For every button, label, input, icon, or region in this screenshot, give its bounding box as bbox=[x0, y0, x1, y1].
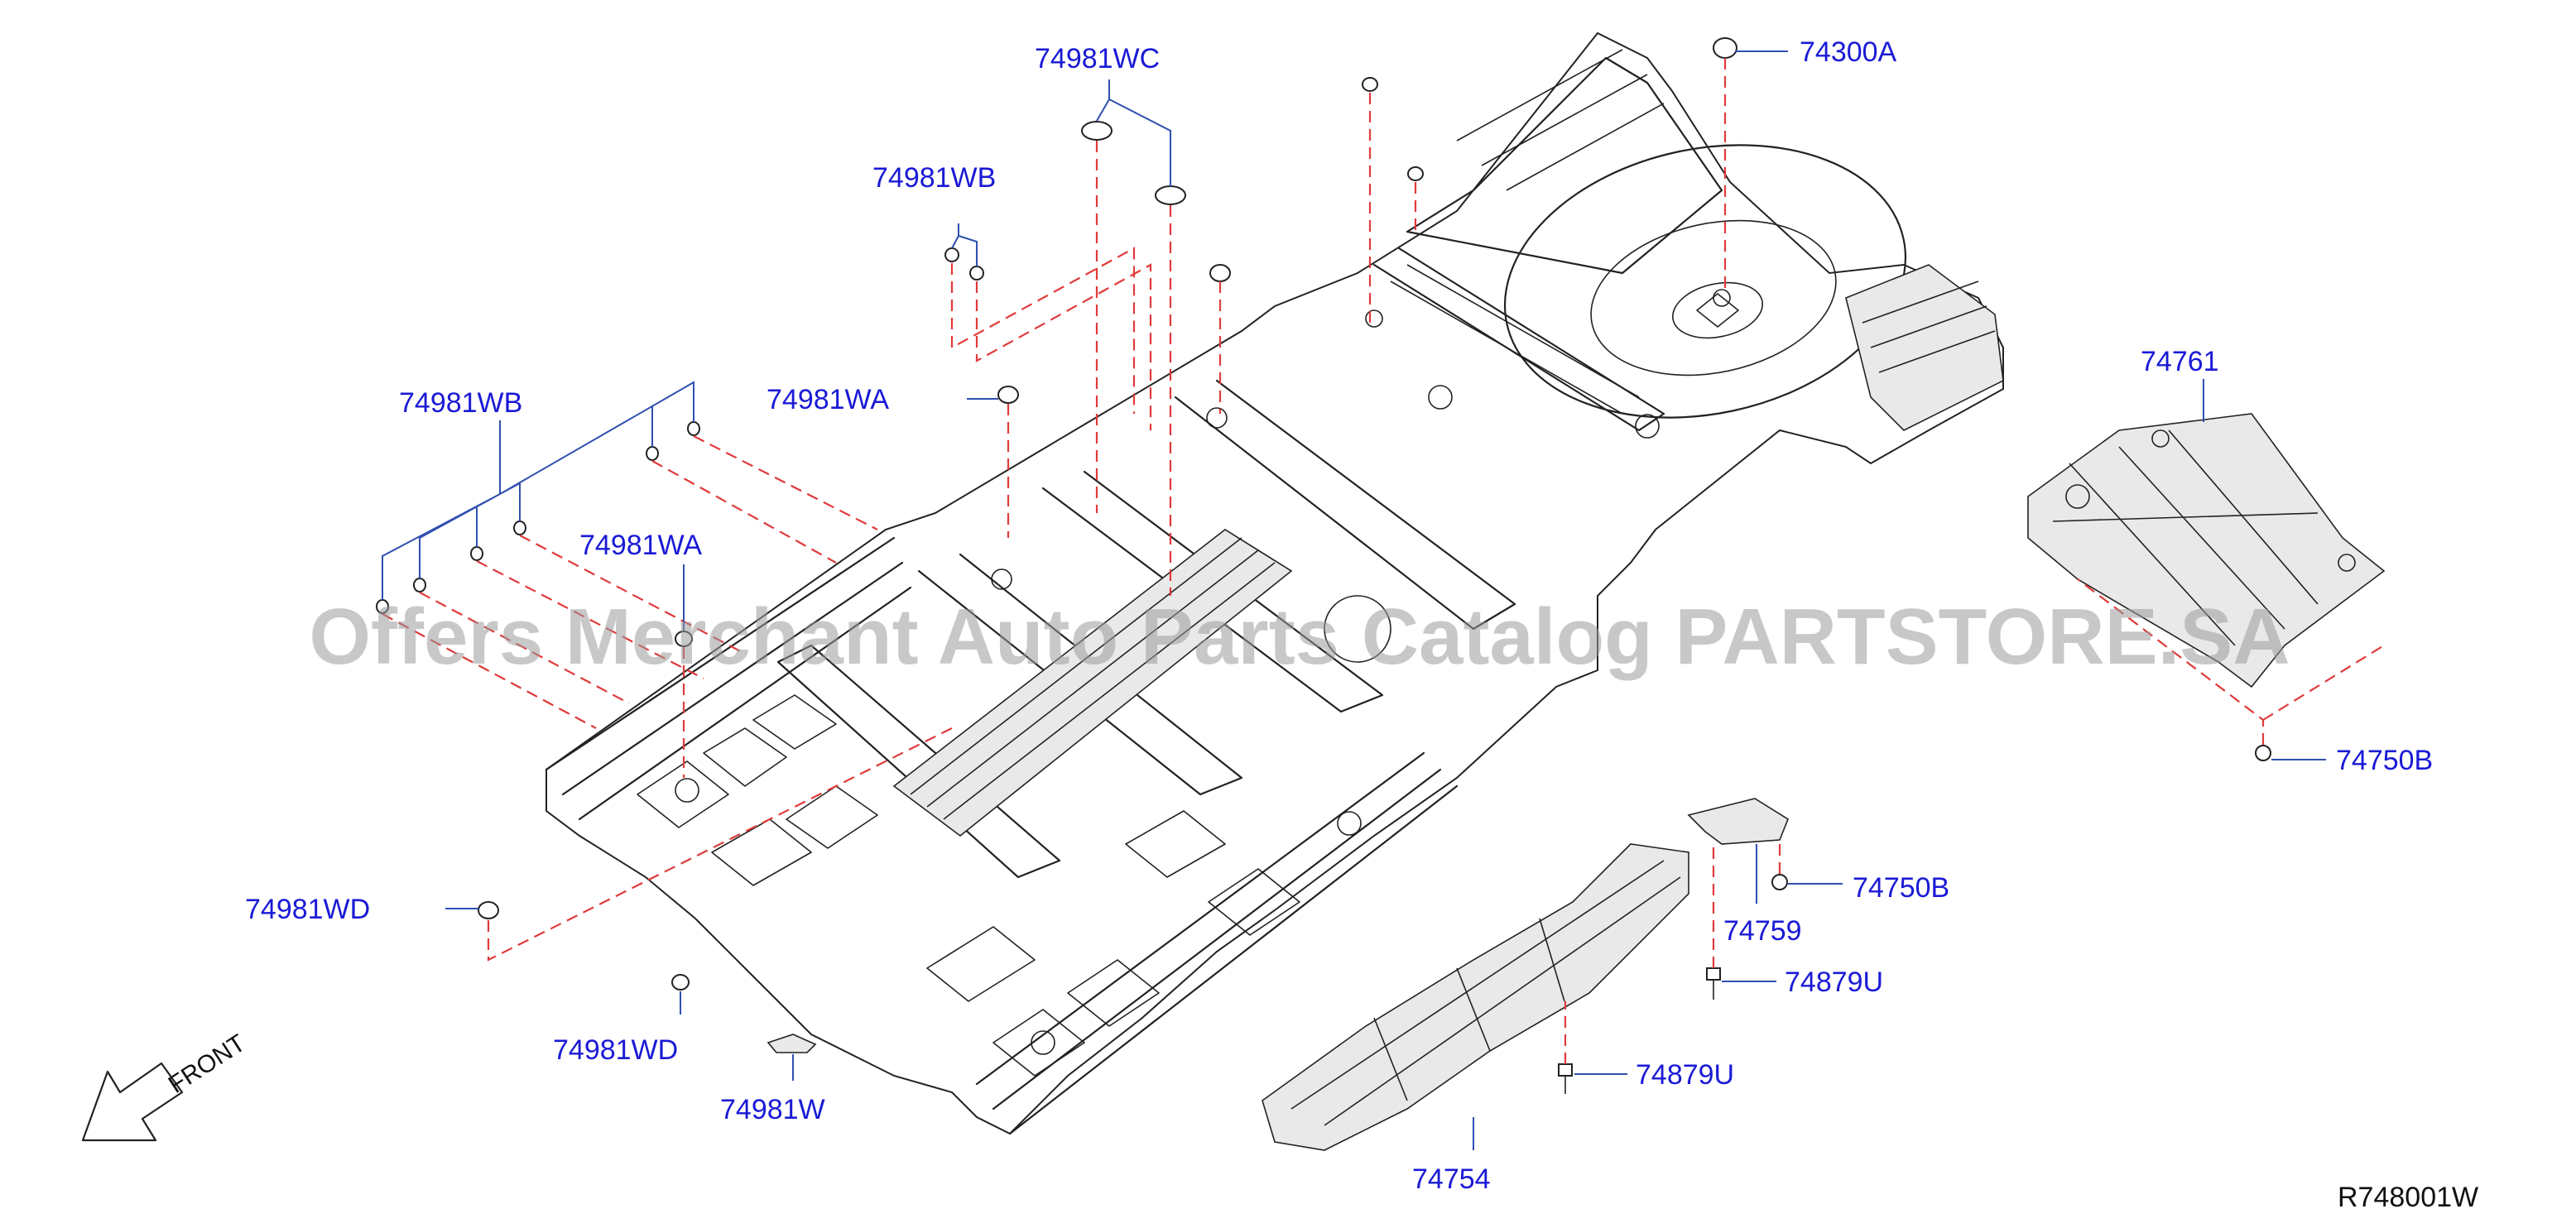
nut-74750B-right bbox=[2255, 745, 2271, 761]
bolt-74879U-upper bbox=[1706, 967, 1721, 1000]
plug-left-5 bbox=[646, 446, 659, 461]
front-floor-recesses bbox=[637, 694, 1300, 1077]
installation-dash-lines bbox=[382, 58, 2385, 1064]
plug-left-3 bbox=[470, 546, 483, 561]
plug-rear-b bbox=[1407, 166, 1424, 181]
front-label: FRONT bbox=[164, 1029, 251, 1099]
plug-74981WA-top bbox=[997, 386, 1019, 404]
label-74300A: 74300A bbox=[1800, 36, 1897, 68]
label-74981WB-top: 74981WB bbox=[872, 162, 996, 194]
bolt-74879U-lower bbox=[1558, 1063, 1573, 1094]
plug-74981WC-a bbox=[1081, 121, 1113, 141]
heat-insulator-74761 bbox=[2027, 413, 2386, 688]
label-74754: 74754 bbox=[1412, 1163, 1491, 1195]
label-74981WA-mid: 74981WA bbox=[579, 530, 702, 561]
spare-tire-well bbox=[1503, 144, 1907, 419]
plug-74981WD-bottom bbox=[671, 974, 690, 991]
heat-insulator-74754 bbox=[1262, 843, 1689, 1151]
plug-74981W bbox=[767, 1034, 817, 1053]
label-74981WD-left: 74981WD bbox=[245, 894, 370, 925]
label-74879U-lower: 74879U bbox=[1636, 1059, 1734, 1091]
label-74750B-right: 74750B bbox=[2336, 745, 2433, 776]
plug-74300A bbox=[1713, 37, 1737, 59]
front-arrow-icon bbox=[81, 1062, 184, 1142]
plug-74981WD-left bbox=[478, 901, 499, 919]
part-labels: 74981WC 74981WB 74300A 74981WA 74981WB 7… bbox=[245, 36, 2433, 1195]
label-74759: 74759 bbox=[1723, 915, 1802, 947]
plugs-and-fasteners bbox=[376, 37, 2271, 1094]
plug-rear-a bbox=[1362, 77, 1378, 92]
plug-74981WB-a bbox=[944, 247, 959, 262]
label-74981WA-top: 74981WA bbox=[767, 384, 889, 415]
label-74761: 74761 bbox=[2141, 346, 2219, 377]
plug-74981WC-b bbox=[1155, 185, 1186, 205]
label-74981WB-left: 74981WB bbox=[399, 387, 522, 419]
plug-left-2 bbox=[413, 578, 426, 592]
floor-holes bbox=[675, 289, 1731, 1055]
plug-left-4 bbox=[513, 520, 526, 535]
plug-center bbox=[1209, 264, 1231, 282]
label-74981WD-bottom: 74981WD bbox=[553, 1034, 678, 1066]
front-direction-indicator: FRONT bbox=[81, 1029, 251, 1142]
watermark: Offers Merchant Auto Parts Catalog PARTS… bbox=[309, 592, 2290, 681]
plug-74981WB-b bbox=[969, 266, 984, 281]
label-74750B-mid: 74750B bbox=[1853, 872, 1949, 904]
label-74981W: 74981W bbox=[720, 1094, 825, 1125]
leader-lines bbox=[382, 50, 2326, 1150]
floor-pan-assembly bbox=[545, 31, 2004, 1135]
plug-74981WA-mid bbox=[675, 631, 693, 647]
nut-74750B-mid bbox=[1771, 874, 1788, 890]
insulator-74759 bbox=[1687, 798, 1789, 845]
diagram-code: R748001W bbox=[2338, 1182, 2478, 1213]
label-74879U-upper: 74879U bbox=[1785, 967, 1883, 998]
plug-left-6 bbox=[687, 421, 700, 436]
label-74981WC: 74981WC bbox=[1035, 43, 1160, 74]
